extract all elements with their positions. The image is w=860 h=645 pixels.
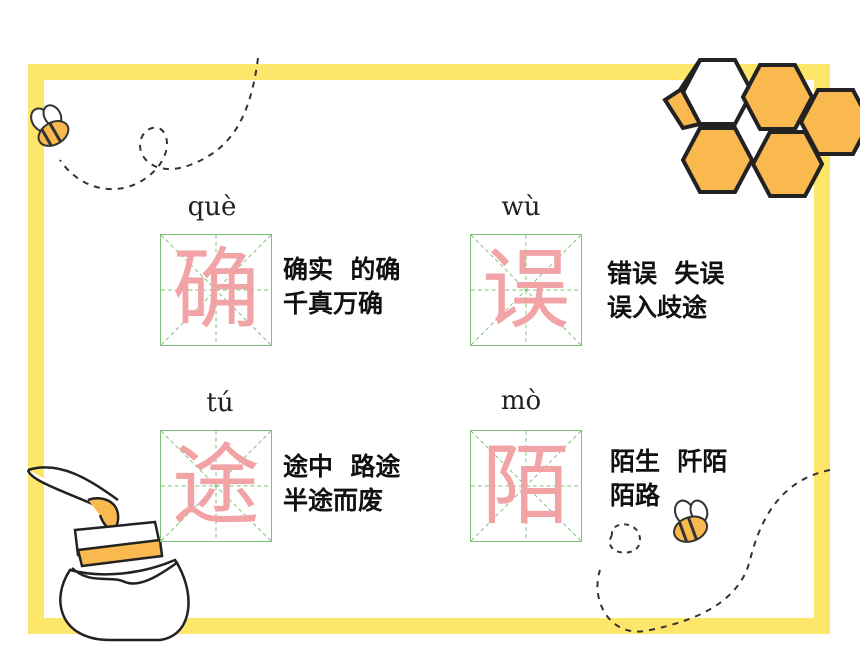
words-line2: 半途而废 bbox=[283, 486, 384, 515]
words-line1: 错误 失误 bbox=[607, 259, 725, 288]
character-que: 确 bbox=[171, 238, 260, 341]
words-que: 确实 的确 千真万确 bbox=[283, 253, 400, 321]
character-tu: 途 bbox=[171, 434, 260, 537]
char-grid-que: 确 bbox=[160, 234, 272, 346]
pinyin-wu: wù bbox=[501, 192, 541, 222]
char-grid-mo: 陌 bbox=[470, 430, 582, 542]
pinyin-mo: mò bbox=[500, 386, 542, 416]
character-wu: 误 bbox=[481, 238, 570, 341]
words-line2: 千真万确 bbox=[283, 289, 384, 318]
words-line2: 误入歧途 bbox=[607, 293, 708, 322]
words-line1: 途中 路途 bbox=[283, 452, 401, 481]
words-mo: 陌生 阡陌 陌路 bbox=[610, 445, 727, 513]
pinyin-tu: tú bbox=[206, 388, 234, 418]
words-tu: 途中 路途 半途而废 bbox=[283, 450, 400, 518]
slide-frame bbox=[28, 64, 830, 634]
pinyin-que: què bbox=[187, 192, 237, 222]
words-line1: 陌生 阡陌 bbox=[610, 447, 728, 476]
char-grid-tu: 途 bbox=[160, 430, 272, 542]
words-line1: 确实 的确 bbox=[283, 255, 401, 284]
words-line2: 陌路 bbox=[610, 481, 661, 510]
character-mo: 陌 bbox=[481, 434, 570, 537]
words-wu: 错误 失误 误入歧途 bbox=[607, 257, 724, 325]
char-grid-wu: 误 bbox=[470, 234, 582, 346]
